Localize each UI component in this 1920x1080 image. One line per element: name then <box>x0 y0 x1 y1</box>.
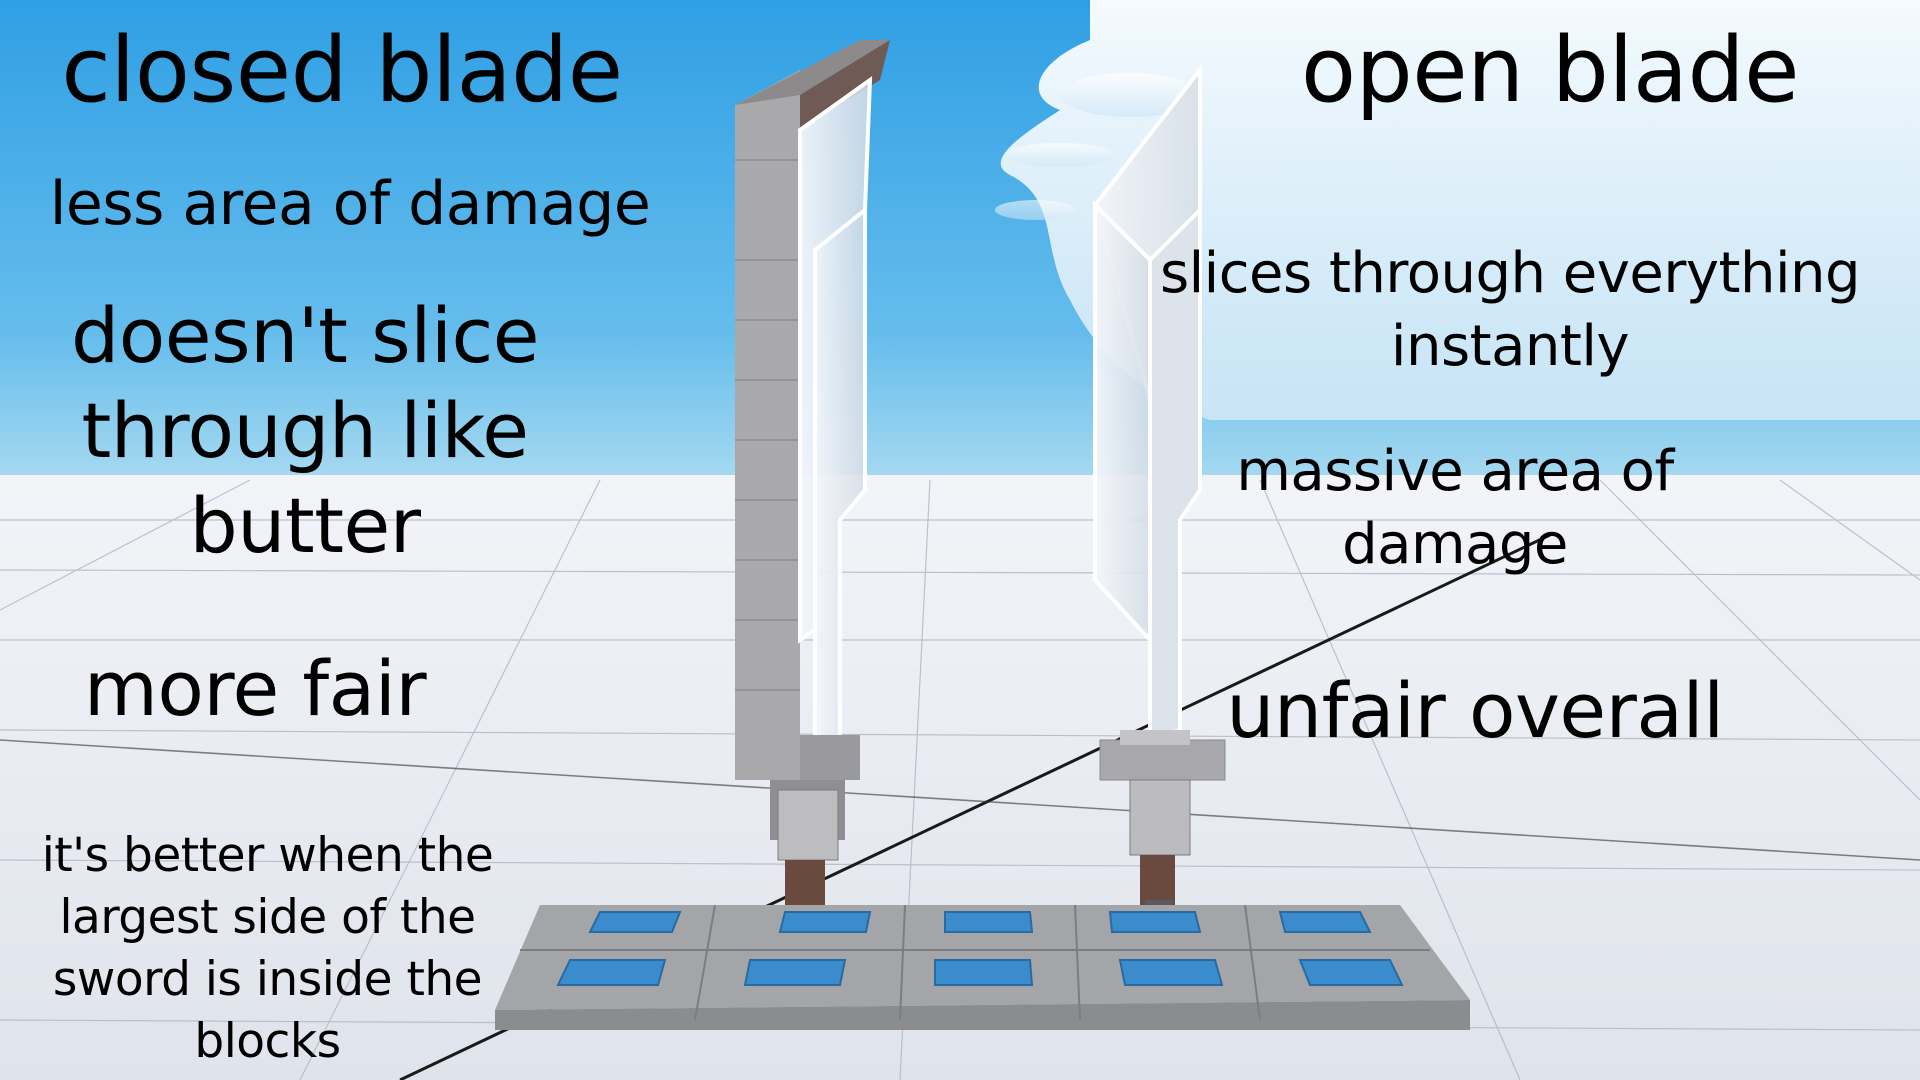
left-point-more-fair: more fair <box>83 644 427 733</box>
open-blade-sword <box>1092 64 1226 930</box>
right-point-unfair-overall: unfair overall <box>1226 666 1724 755</box>
cloud-bank <box>995 0 1920 420</box>
right-point-massive-area: massive area of damage <box>1236 439 1674 577</box>
block-base-platform <box>495 904 1470 1030</box>
right-point-slices-everything: slices through everything instantly <box>1159 241 1861 379</box>
left-point-better-inside-blocks: it's better when the largest side of the… <box>41 828 494 1070</box>
right-panel-title: open blade <box>1301 18 1800 123</box>
left-point-no-slice: doesn't slice through like butter <box>71 291 539 570</box>
left-panel-title: closed blade <box>61 18 623 123</box>
closed-blade-sword <box>735 40 890 935</box>
left-point-less-area: less area of damage <box>49 169 651 239</box>
